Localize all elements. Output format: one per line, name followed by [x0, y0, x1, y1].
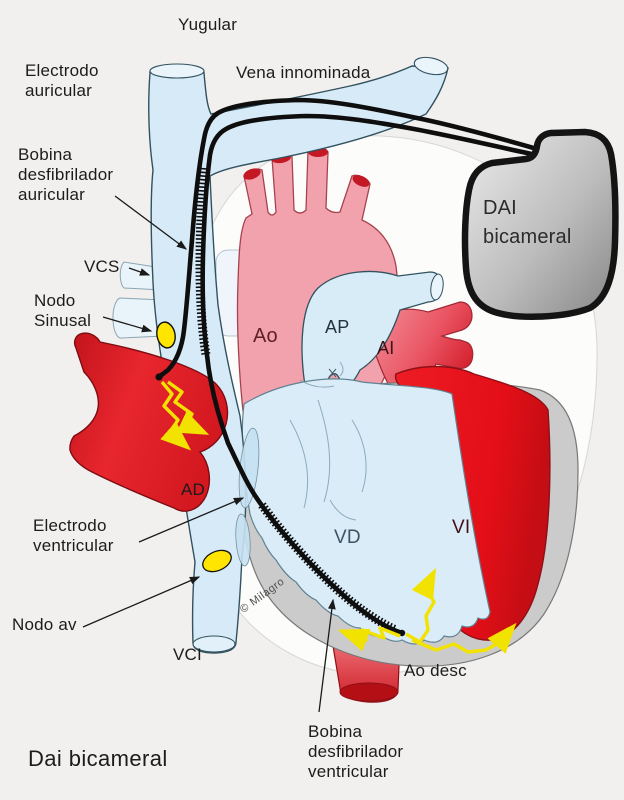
label-yugular: Yugular — [178, 15, 238, 34]
trabeculae-lines — [289, 361, 367, 521]
label-bobina-desfibrilador-auricular: Bobina desfibrilador auricular — [18, 145, 114, 205]
icd-device-body — [461, 128, 619, 320]
vci-opening — [192, 635, 236, 653]
av-node — [202, 549, 232, 573]
label-vd: VD — [334, 527, 361, 548]
icd-leads — [155, 97, 540, 637]
label-vena-innominada: Vena innominada — [236, 63, 371, 82]
descending-aorta-opening — [339, 682, 399, 702]
impulse-bolt-atrium-1 — [160, 380, 192, 451]
label-ad: AD — [181, 480, 206, 499]
impulse-bolt-atrium-2 — [167, 380, 210, 435]
label-vi: VI — [452, 517, 471, 538]
label-nodo-sinusal: Nodo Sinusal — [34, 291, 92, 331]
label-ao-desc: Ao desc — [404, 661, 467, 680]
subclavian-opening — [413, 56, 449, 76]
label-vcs: VCS — [84, 257, 120, 276]
label-bobina-desfibrilador-ventricular: Bobina desfibrilador ventricular — [308, 722, 404, 782]
pulmonary-artery-shape — [301, 270, 443, 395]
aorta-branch-opening — [243, 168, 261, 180]
label-vci: VCI — [173, 645, 202, 664]
pulmonary-artery-opening — [430, 273, 444, 301]
tricuspid-leaflet — [235, 513, 251, 567]
diagram-title: Dai bicameral — [28, 746, 168, 771]
leader-nodo-sinusal — [102, 316, 153, 333]
label-ao: Ao — [253, 325, 278, 347]
label-ap: AP — [325, 317, 350, 337]
label-electrodo-ventricular: Electrodo ventricular — [33, 516, 114, 556]
sinus-node — [156, 321, 176, 349]
label-ai: AI — [377, 338, 395, 358]
electrical-impulses — [160, 380, 517, 654]
right-pulmonary-vessels-shape — [69, 332, 229, 512]
leader-lines — [82, 195, 336, 713]
ventricular-lead — [200, 113, 539, 636]
impulse-bolt-vi-base — [411, 622, 517, 654]
atrial-lead — [156, 97, 540, 380]
leader-electrodo-ventricular — [138, 497, 245, 543]
atrial-lead-tip — [155, 373, 163, 381]
pulmonary-valve-mark — [328, 368, 337, 378]
label-electrodo-auricular: Electrodo auricular — [25, 61, 99, 101]
impulse-bolt-apex-left — [337, 626, 401, 652]
label-nodo-av: Nodo av — [12, 615, 77, 634]
jugular-opening — [149, 63, 205, 79]
leader-bobina-auricular — [114, 195, 188, 250]
leader-vcs — [128, 267, 151, 276]
atrial-defib-coil — [195, 167, 211, 356]
leader-nodo-av — [82, 576, 201, 628]
aorta-branch-opening — [352, 175, 370, 187]
pulmonary-artery — [301, 270, 444, 395]
device-label: DAI bicameral — [483, 197, 572, 248]
leader-bobina-ventricular — [318, 598, 336, 713]
